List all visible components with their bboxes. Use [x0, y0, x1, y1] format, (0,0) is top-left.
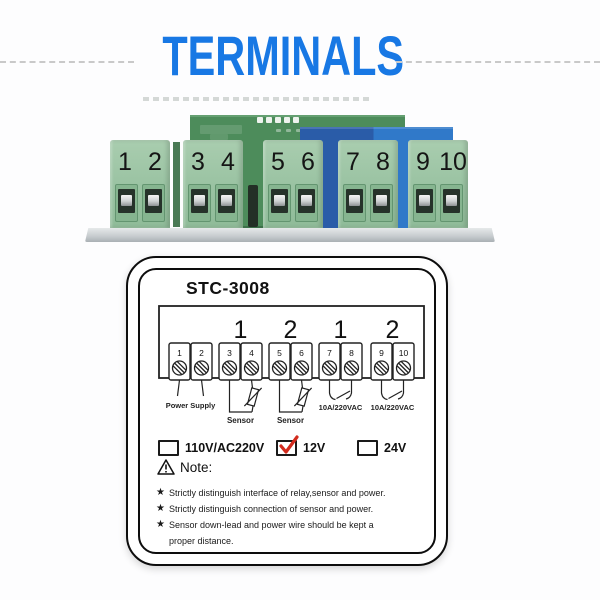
terminal-number: 3 [191, 148, 205, 176]
header-divider-right [396, 61, 600, 63]
screw-terminal [295, 184, 318, 222]
base-plate [85, 228, 495, 242]
screw-terminal [343, 184, 366, 222]
wiring-diagram: 1 2 1 2 1 2 3 4 5 6 7 8 9 10 [158, 305, 425, 425]
star-icon: ★ [156, 487, 165, 498]
screw-terminal [370, 184, 393, 222]
note-list: ★Strictly distinguish interface of relay… [156, 485, 421, 549]
star-icon: ★ [156, 519, 165, 530]
power-wires [176, 379, 205, 397]
voltage-label: 24V [384, 441, 407, 455]
terminal-number: 5 [271, 148, 285, 176]
screw-terminal [215, 184, 238, 222]
terminal-number: 6 [301, 148, 315, 176]
pcb-silkscreen [276, 129, 281, 132]
sensor-2-label: Sensor [277, 416, 304, 425]
note-item: ★Strictly distinguish connection of sens… [156, 501, 421, 517]
svg-text:10: 10 [399, 348, 409, 358]
star-icon: ★ [156, 503, 165, 514]
solder-pad [257, 117, 263, 123]
group-label: 2 [386, 316, 400, 344]
svg-text:6: 6 [299, 348, 304, 358]
relay-1-symbol [328, 380, 353, 401]
terminal-cells [168, 342, 415, 381]
solder-pad [284, 117, 290, 123]
voltage-options: 110V/AC220V 12V 24V [140, 435, 434, 456]
svg-text:3: 3 [227, 348, 232, 358]
svg-text:9: 9 [379, 348, 384, 358]
note-item-continuation: proper distance. [169, 536, 234, 546]
svg-text:5: 5 [277, 348, 282, 358]
wiring-card: STC-3008 1 2 1 2 [126, 256, 448, 566]
sensor-1-symbol [228, 379, 263, 413]
screw-terminal [413, 184, 436, 222]
solder-pad [275, 117, 281, 123]
screw-terminal [142, 184, 165, 222]
solder-pad [266, 117, 272, 123]
terminal-number: 9 [416, 148, 430, 176]
svg-text:2: 2 [199, 348, 204, 358]
pcb-component [248, 185, 258, 227]
group-label: 2 [284, 316, 298, 344]
relay-1-label: 10A/220VAC [319, 403, 363, 412]
screw-terminal [115, 184, 138, 222]
voltage-option-24v: 24V [357, 440, 406, 456]
terminal-number: 4 [221, 148, 235, 176]
pcb-silkscreen [296, 129, 301, 132]
page-title: TERMINALS [162, 24, 405, 87]
checkbox-12v-checked [276, 435, 299, 456]
relay-2-symbol [380, 380, 405, 401]
terminal-number: 7 [346, 148, 360, 176]
svg-text:4: 4 [249, 348, 254, 358]
group-label: 1 [234, 316, 248, 344]
pin-header-ghost [143, 97, 371, 101]
solder-pad [293, 117, 299, 123]
screw-terminal [268, 184, 291, 222]
pcb-edge-strip [173, 142, 180, 227]
power-supply-label: Power Supply [166, 401, 216, 410]
checkbox-110v [158, 440, 179, 456]
note-item: ★Strictly distinguish interface of relay… [156, 485, 421, 501]
screw-terminal [440, 184, 463, 222]
warning-icon [157, 459, 175, 475]
terminal-number: 10 [439, 148, 467, 176]
pcb-silkscreen [286, 129, 291, 132]
group-label: 1 [334, 316, 348, 344]
sensor-1-label: Sensor [227, 416, 254, 425]
sensor-2-symbol [278, 379, 313, 413]
voltage-label: 110V/AC220V [185, 441, 265, 455]
voltage-label: 12V [303, 441, 326, 455]
model-label: STC-3008 [186, 278, 270, 298]
note-item: ★Sensor down-lead and power wire should … [156, 517, 421, 533]
terminal-number: 1 [118, 148, 132, 176]
svg-text:1: 1 [177, 348, 182, 358]
svg-text:7: 7 [327, 348, 332, 358]
header-divider-left [0, 61, 134, 63]
checkbox-24v [357, 440, 378, 456]
pcb-silkscreen [210, 134, 228, 140]
terminal-group-9-10: 9 10 [408, 140, 468, 228]
wiring-card-inner: STC-3008 1 2 1 2 [138, 268, 436, 554]
check-icon [279, 435, 299, 454]
terminal-number: 2 [148, 148, 162, 176]
note-title: Note: [180, 459, 213, 475]
terminal-number: 8 [376, 148, 390, 176]
terminal-cell-numbers: 1 2 3 4 5 6 7 8 9 10 [177, 348, 408, 358]
screw-terminal [188, 184, 211, 222]
pcb-silkscreen [200, 125, 242, 134]
relay-2-label: 10A/220VAC [371, 403, 415, 412]
voltage-option-12v: 12V [276, 435, 326, 456]
note-header: Note: [157, 459, 212, 475]
voltage-option-110v: 110V/AC220V [158, 440, 264, 456]
svg-text:8: 8 [349, 348, 354, 358]
